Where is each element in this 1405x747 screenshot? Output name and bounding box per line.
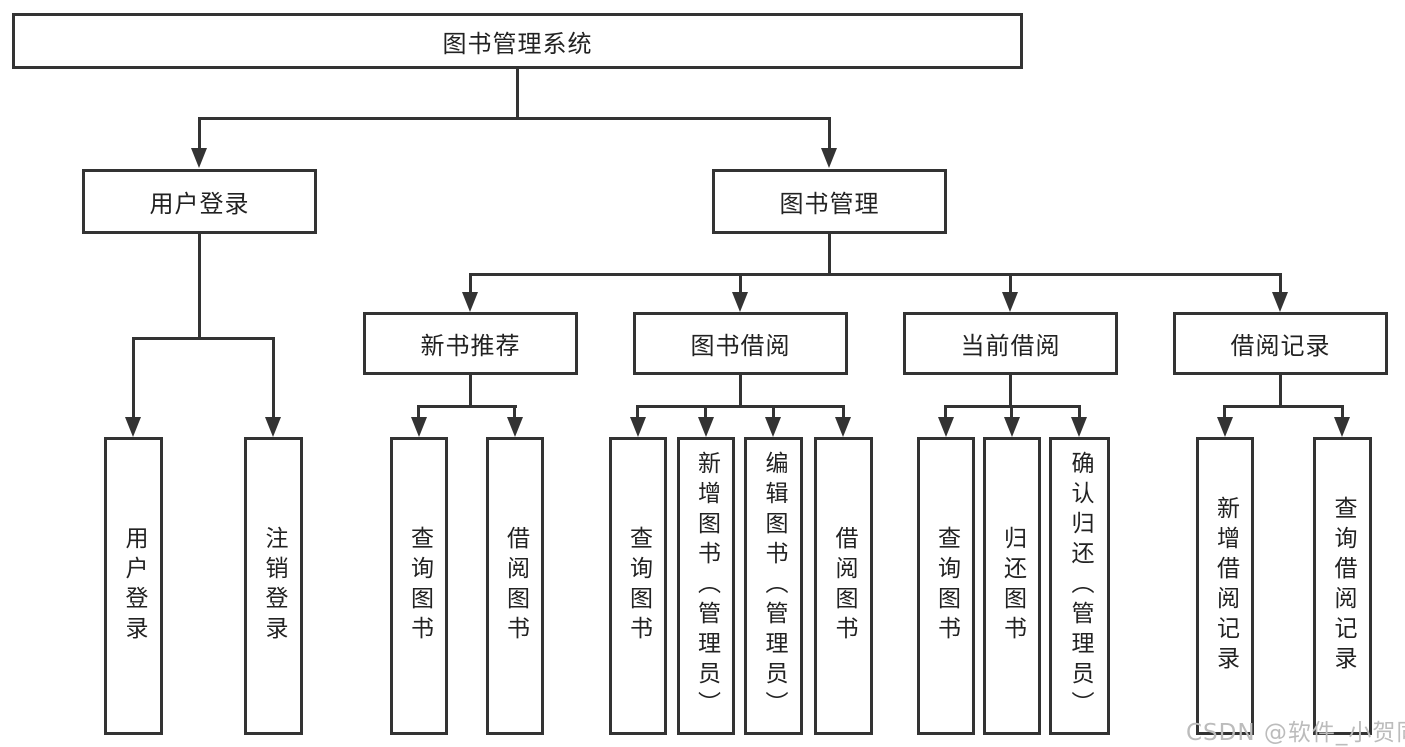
node-root: 图书管理系统 bbox=[12, 13, 1023, 69]
arrow-down-icon bbox=[1002, 292, 1018, 312]
connector-drop-new-book-recommend bbox=[469, 273, 472, 292]
connector-new-book-stem bbox=[469, 375, 472, 405]
node-current-borrowing-label: 当前借阅 bbox=[960, 332, 1061, 360]
connector-drop-leaf-user-login bbox=[132, 337, 135, 417]
connector-drop-query-book-1 bbox=[417, 405, 420, 417]
leaf-query-borrow-record: 查询借阅记录 bbox=[1313, 437, 1372, 735]
leaf-add-borrow-record: 新增借阅记录 bbox=[1196, 437, 1254, 735]
leaf-confirm-return-admin: 确认归还（管理员） bbox=[1049, 437, 1110, 735]
node-book-management: 图书管理 bbox=[712, 169, 947, 234]
connector-drop-book-borrowing bbox=[739, 273, 742, 292]
leaf-edit-book-admin: 编辑图书（管理员） bbox=[744, 437, 803, 735]
leaf-query-book-borrowing: 查询图书 bbox=[609, 437, 667, 735]
leaf-query-book-borrowing-label: 查询图书 bbox=[625, 526, 652, 646]
leaf-borrow-book: 借阅图书 bbox=[814, 437, 873, 735]
leaf-add-book-admin-label: 新增图书（管理员） bbox=[693, 451, 720, 721]
arrow-down-icon bbox=[125, 417, 141, 437]
arrow-down-icon bbox=[1071, 417, 1087, 437]
csdn-watermark: CSDN @软件_小贺同学 bbox=[1186, 720, 1405, 746]
connector-drop-borrow-records bbox=[1279, 273, 1282, 292]
arrow-down-icon bbox=[1217, 417, 1233, 437]
leaf-query-borrow-record-label: 查询借阅记录 bbox=[1330, 496, 1356, 676]
node-current-borrowing: 当前借阅 bbox=[903, 312, 1118, 375]
connector-drop-add-book bbox=[704, 405, 707, 417]
arrow-down-icon bbox=[765, 417, 781, 437]
connector-drop-book-management bbox=[828, 117, 831, 148]
arrow-down-icon bbox=[732, 292, 748, 312]
node-book-borrowing: 图书借阅 bbox=[633, 312, 848, 375]
connector-drop-user-login bbox=[198, 117, 201, 148]
arrow-down-icon bbox=[411, 417, 427, 437]
leaf-borrow-book-recommend-label: 借阅图书 bbox=[502, 526, 529, 646]
connector-drop-leaf-logout bbox=[272, 337, 275, 417]
leaf-return-book: 归还图书 bbox=[983, 437, 1041, 735]
arrow-down-icon bbox=[630, 417, 646, 437]
connector-root-rail bbox=[198, 117, 831, 120]
arrow-down-icon bbox=[462, 292, 478, 312]
arrow-down-icon bbox=[1272, 292, 1288, 312]
arrow-down-icon bbox=[1334, 417, 1350, 437]
leaf-add-borrow-record-label: 新增借阅记录 bbox=[1212, 496, 1239, 676]
connector-drop-add-record bbox=[1223, 405, 1226, 417]
connector-root-stem bbox=[516, 69, 519, 117]
arrow-down-icon bbox=[835, 417, 851, 437]
connector-drop-borrow-book-2 bbox=[842, 405, 845, 417]
connector-borrow-records-stem2 bbox=[1279, 375, 1282, 405]
node-borrow-records-label: 借阅记录 bbox=[1230, 332, 1331, 360]
arrow-down-icon bbox=[938, 417, 954, 437]
connector-book-management-rail bbox=[469, 273, 1282, 276]
leaf-borrow-book-recommend: 借阅图书 bbox=[486, 437, 544, 735]
arrow-down-icon bbox=[191, 148, 207, 168]
leaf-confirm-return-admin-label: 确认归还（管理员） bbox=[1067, 451, 1093, 721]
connector-user-login-stem bbox=[198, 234, 201, 337]
node-book-management-label: 图书管理 bbox=[779, 190, 880, 218]
arrow-down-icon bbox=[698, 417, 714, 437]
arrow-down-icon bbox=[507, 417, 523, 437]
connector-drop-edit-book bbox=[772, 405, 775, 417]
connector-book-borrowing-rail bbox=[636, 405, 845, 408]
leaf-user-login: 用户登录 bbox=[104, 437, 163, 735]
leaf-query-book-current: 查询图书 bbox=[917, 437, 975, 735]
leaf-edit-book-admin-label: 编辑图书（管理员） bbox=[761, 451, 787, 721]
leaf-add-book-admin: 新增图书（管理员） bbox=[677, 437, 735, 735]
leaf-query-book-recommend-label: 查询图书 bbox=[406, 526, 433, 646]
connector-new-book-rail bbox=[417, 405, 517, 408]
leaf-query-book-current-label: 查询图书 bbox=[933, 526, 960, 646]
connector-drop-return-book bbox=[1010, 405, 1013, 417]
leaf-logout: 注销登录 bbox=[244, 437, 303, 735]
connector-book-management-stem bbox=[828, 234, 831, 273]
node-book-borrowing-label: 图书借阅 bbox=[690, 332, 791, 360]
connector-drop-query-book-3 bbox=[944, 405, 947, 417]
leaf-logout-label: 注销登录 bbox=[261, 526, 287, 646]
connector-drop-query-book-2 bbox=[636, 405, 639, 417]
arrow-down-icon bbox=[265, 417, 281, 437]
node-borrow-records: 借阅记录 bbox=[1173, 312, 1388, 375]
arrow-down-icon bbox=[821, 148, 837, 168]
connector-borrow-records-rail bbox=[1223, 405, 1344, 408]
connector-user-login-rail bbox=[132, 337, 275, 340]
leaf-query-book-recommend: 查询图书 bbox=[390, 437, 448, 735]
node-root-label: 图书管理系统 bbox=[442, 29, 593, 58]
connector-drop-query-record bbox=[1341, 405, 1344, 417]
leaf-borrow-book-label: 借阅图书 bbox=[831, 526, 857, 646]
arrow-down-icon bbox=[1004, 417, 1020, 437]
connector-drop-current-borrowing bbox=[1009, 273, 1012, 292]
connector-drop-borrow-book-1 bbox=[513, 405, 516, 417]
connector-drop-confirm-return bbox=[1078, 405, 1081, 417]
connector-book-borrowing-stem2 bbox=[739, 375, 742, 405]
connector-current-borrowing-stem2 bbox=[1009, 375, 1012, 405]
node-new-book-recommend: 新书推荐 bbox=[363, 312, 578, 375]
node-user-login-label: 用户登录 bbox=[149, 190, 250, 218]
node-new-book-recommend-label: 新书推荐 bbox=[420, 332, 521, 360]
leaf-return-book-label: 归还图书 bbox=[999, 526, 1026, 646]
leaf-user-login-label: 用户登录 bbox=[121, 526, 147, 646]
node-user-login: 用户登录 bbox=[82, 169, 317, 234]
